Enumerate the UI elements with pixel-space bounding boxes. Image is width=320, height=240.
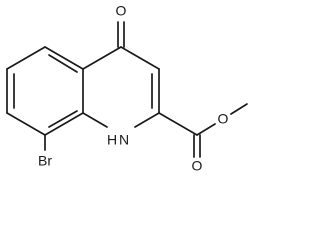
carbonyl-group: [117, 21, 125, 48]
bromine-label: Br: [38, 153, 52, 169]
double-bond-inner: [48, 110, 78, 128]
bond: [44, 112, 84, 136]
benzene-ring: [6, 46, 84, 136]
oxygen-label: O: [116, 3, 127, 19]
bond: [158, 112, 198, 136]
bond: [44, 46, 84, 70]
bond: [82, 112, 108, 128]
pyridinone-ring: [82, 46, 160, 128]
bond: [82, 46, 122, 70]
double-bond-inner: [48, 54, 78, 73]
ester-oxygen-label: O: [192, 158, 203, 174]
ring-nitrogen-label: N: [119, 132, 129, 148]
ester-group: [158, 103, 248, 158]
amine-h-label: H: [107, 132, 117, 148]
bond: [134, 112, 160, 128]
bond: [6, 112, 46, 136]
ester-oxygen-label: O: [218, 111, 229, 127]
bond: [6, 46, 46, 70]
chemical-structure-diagram: O Br H N O O: [6, 3, 248, 174]
bond: [120, 46, 160, 70]
bond: [230, 103, 248, 115]
bond: [196, 123, 216, 136]
